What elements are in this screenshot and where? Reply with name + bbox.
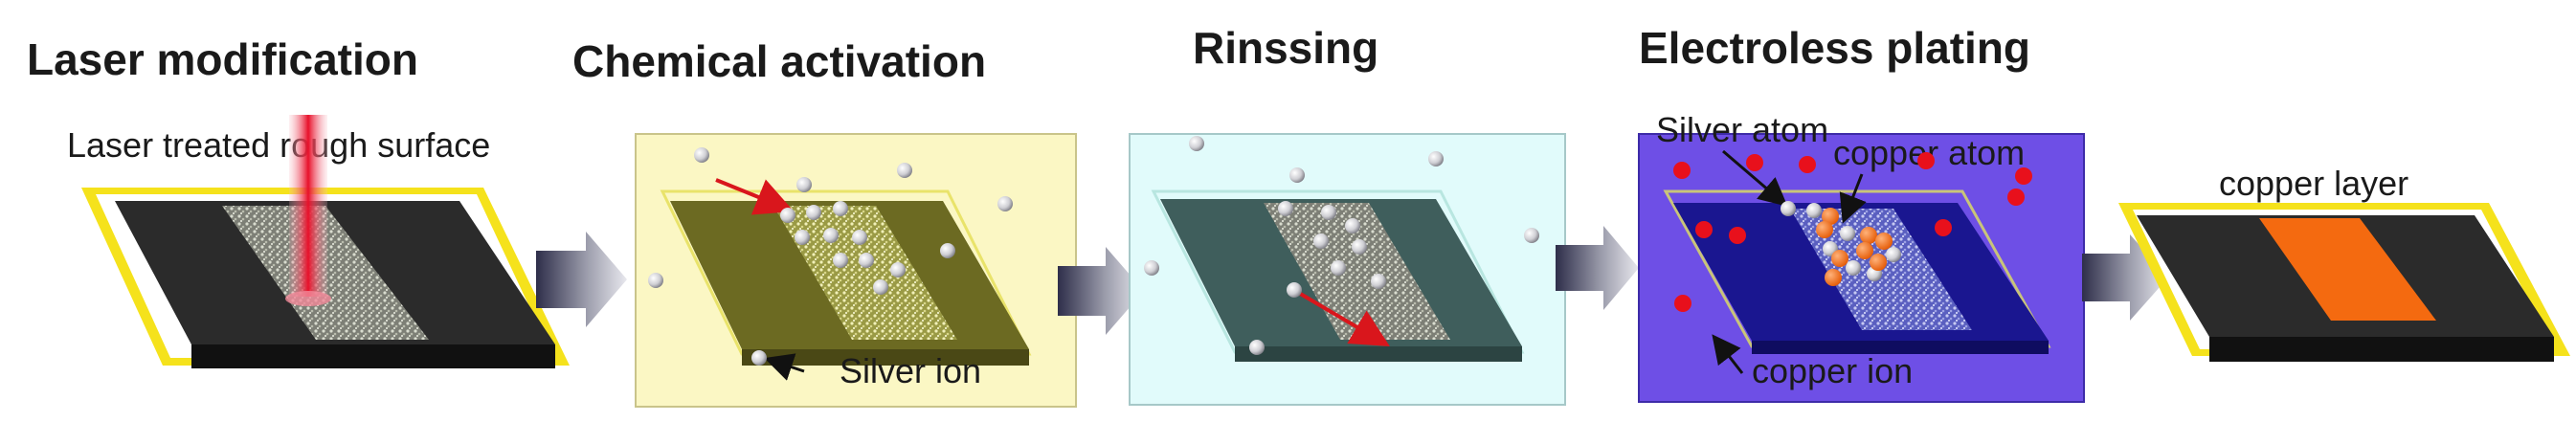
- copper-atom-pointer: [1839, 173, 1867, 224]
- process-arrow-icon: [1058, 247, 1144, 335]
- result-copper-layer: copper layer: [2118, 164, 2570, 362]
- silver-ion-pointer: [764, 353, 805, 381]
- copper-ion-label: copper ion: [1752, 351, 1913, 390]
- rinse-arrow: [1295, 290, 1390, 347]
- adsorption-arrow: [715, 178, 795, 215]
- silver-particle-icon: [1781, 201, 1901, 281]
- chem-slab-side: [742, 349, 1029, 366]
- silver-ion-label: Silver ion: [840, 351, 981, 390]
- step-electroless-plating: Electroless plating Silver atom copper a…: [1638, 23, 2085, 403]
- step-title-laser: Laser modification: [27, 34, 418, 84]
- step-laser-modification: Laser modification Laser treated rough s…: [27, 34, 570, 368]
- sample-slab-side: [191, 344, 555, 368]
- step-rinssing: Rinssing: [1129, 23, 1566, 406]
- copper-layer-strip: [2259, 218, 2436, 321]
- rinse-slab-side: [1235, 346, 1522, 362]
- laser-beam-icon: [289, 115, 327, 297]
- laser-surface-label: Laser treated rough surface: [67, 125, 490, 165]
- silver-particle-icon: [1144, 136, 1539, 355]
- copper-particle-icon: [1816, 208, 1893, 286]
- copper-ion-icon: [1673, 152, 2032, 312]
- copper-ion-pointer: [1712, 334, 1744, 374]
- silver-atom-pointer: [1722, 149, 1788, 207]
- plating-slab-side: [1752, 341, 2049, 354]
- process-arrow-icon: [1556, 226, 1639, 310]
- laser-spot: [285, 291, 331, 306]
- process-arrow-icon: [536, 232, 627, 327]
- silver-atom-label: Silver atom: [1656, 110, 1828, 149]
- copper-layer-label: copper layer: [2219, 164, 2408, 203]
- rinse-rough-strip: [1264, 203, 1450, 340]
- step-title-chemical: Chemical activation: [572, 36, 986, 86]
- result-slab-side: [2209, 337, 2554, 362]
- silver-particle-icon: [648, 147, 1013, 366]
- step-chemical-activation: Chemical activation Silver ion: [572, 36, 1077, 408]
- step-title-plating: Electroless plating: [1639, 23, 2030, 73]
- chem-rough-strip: [773, 206, 957, 340]
- step-title-rinssing: Rinssing: [1193, 23, 1378, 73]
